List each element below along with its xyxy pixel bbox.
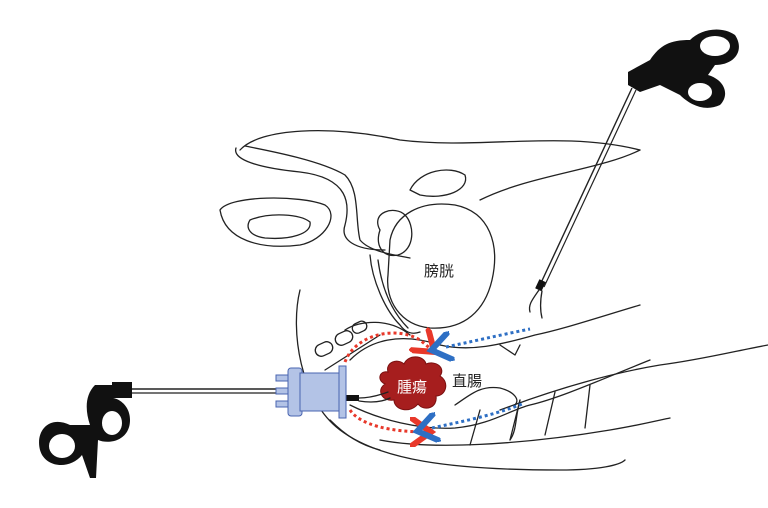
left-grasper-icon (39, 382, 290, 478)
tumor-label: 腫瘍 (397, 378, 428, 396)
bladder-label: 膀胱 (424, 262, 455, 280)
sphincter-muscle (314, 320, 381, 451)
blue-arrow-upper (446, 327, 531, 347)
red-arrow-lower (348, 409, 428, 432)
blue-arrow-lower (432, 402, 523, 428)
red-arrow-upper (343, 333, 432, 363)
transanal-port-icon (275, 365, 347, 419)
pelvis-outline (219, 130, 641, 471)
rectum-outline (349, 304, 651, 429)
rectum-label: 直腸 (452, 372, 483, 390)
tumor-icon (379, 356, 447, 411)
bladder (344, 203, 496, 336)
right-grasper-icon (528, 29, 739, 319)
left-instrument-tip (345, 391, 391, 403)
